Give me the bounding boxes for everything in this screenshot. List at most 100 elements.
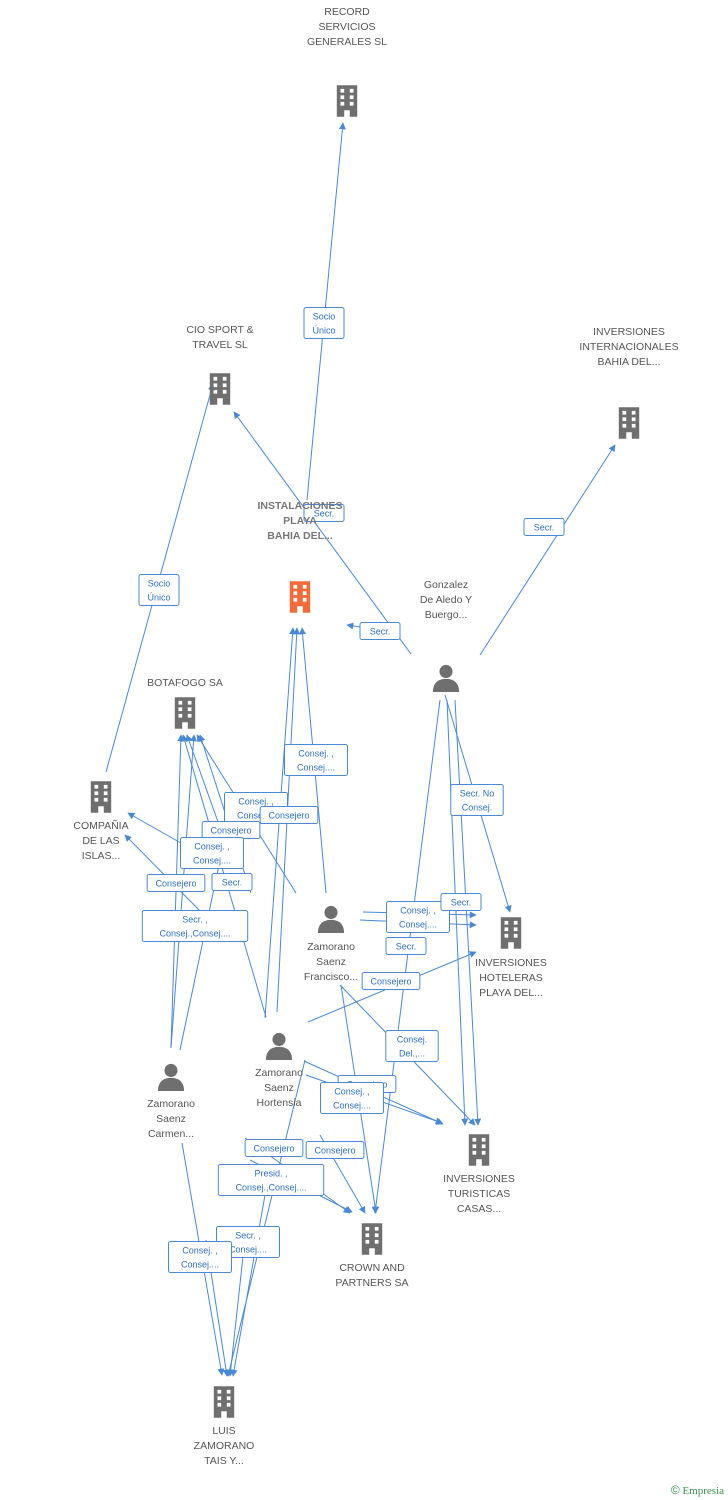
relation-text: Consej. , (238, 797, 274, 807)
relation-label-4[interactable]: Secr. (359, 622, 401, 640)
relation-text: Secr. (396, 942, 417, 952)
relation-box (217, 1164, 325, 1196)
relation-label-25[interactable]: Consej. ,Consej.... (168, 1241, 232, 1273)
relation-label-8[interactable]: Consejero (259, 806, 319, 824)
relation-text: Consej.... (333, 1101, 371, 1111)
relation-edge-19 (446, 699, 469, 1126)
relation-label-11[interactable]: Secr. (211, 873, 253, 891)
node-carmen[interactable]: ZamoranoSaenzCarmen... (147, 1063, 195, 1140)
node-label: Carmen... (148, 1128, 194, 1140)
relation-label-21[interactable]: Consejero (244, 1139, 304, 1157)
relation-label-9[interactable]: Consejero (201, 821, 261, 839)
relation-box (146, 874, 206, 892)
building-icon (361, 1223, 383, 1255)
node-label: ISLAS... (82, 850, 121, 862)
relation-edge-34 (226, 1059, 306, 1377)
person-icon (157, 1063, 185, 1091)
building-icon (213, 1386, 235, 1418)
node-label: Buergo... (425, 609, 468, 621)
relation-box (320, 1082, 384, 1114)
node-luis[interactable]: LUIS ZAMORANO TAIS Y... (194, 1386, 255, 1467)
node-label: INVERSIONES (475, 957, 547, 969)
relation-box (211, 873, 253, 891)
person-icon (317, 905, 345, 933)
relation-label-5[interactable]: Consej. , Consej.... (284, 744, 348, 776)
node-label: TAIS Y... (204, 1455, 244, 1467)
relation-label-20[interactable]: Consej. , Consej.... (320, 1082, 384, 1114)
relation-label-16[interactable]: Secr. (385, 937, 427, 955)
relation-edge-18 (454, 699, 482, 1126)
relation-text: Secr. , (235, 1231, 261, 1241)
relation-text: Consej. , (298, 749, 334, 759)
relation-box (259, 806, 319, 824)
relation-text: Consej. , (400, 906, 436, 916)
brand-watermark[interactable]: © Empresia (671, 1483, 724, 1497)
node-label: Zamorano (255, 1067, 303, 1079)
relation-text: Único (147, 593, 170, 603)
relation-text: Consejero (268, 811, 309, 821)
relation-box (450, 784, 504, 816)
relation-label-3[interactable]: Secr. (523, 518, 565, 536)
node-invtur[interactable]: INVERSIONESTURISTICASCASAS... (443, 1134, 515, 1215)
relation-edge-35 (230, 1194, 266, 1377)
relation-text: Consej.... (297, 763, 335, 773)
relation-text: Consejero (155, 879, 196, 889)
node-label: Francisco... (304, 971, 358, 983)
relation-label-17[interactable]: Consejero (361, 972, 421, 990)
relation-box (305, 1141, 365, 1159)
building-icon (289, 581, 311, 613)
node-label: ZAMORANO (194, 1440, 255, 1452)
relation-text: Secr. , (182, 915, 208, 925)
relation-label-13[interactable]: Secr. ,Consej.,Consej.... (141, 910, 249, 942)
building-icon (468, 1134, 490, 1166)
node-label: LUIS (212, 1425, 235, 1437)
relation-label-12[interactable]: Consejero (146, 874, 206, 892)
relation-box (386, 901, 450, 933)
node-cio[interactable]: CIO SPORT &TRAVEL SL (186, 324, 254, 405)
relation-edge-3 (479, 444, 616, 656)
relation-text: Consej. , (334, 1087, 370, 1097)
relation-box (385, 937, 427, 955)
node-label: CASAS... (457, 1203, 501, 1215)
node-label: TRAVEL SL (192, 339, 248, 351)
relation-text: Consej. (462, 803, 493, 813)
relation-label-14[interactable]: Consej. ,Consej.... (386, 901, 450, 933)
relation-label-10[interactable]: Consej. ,Consej.... (180, 837, 244, 869)
relation-label-23[interactable]: Presid. , Consej.,Consej.... (217, 1164, 325, 1196)
node-label: PLAYA (283, 515, 317, 527)
relation-label-22[interactable]: Consejero (305, 1141, 365, 1159)
relation-edge-20 (372, 699, 441, 1214)
node-label: Zamorano (307, 941, 355, 953)
relation-text: Consejero (314, 1146, 355, 1156)
relation-label-15[interactable]: Secr. (440, 893, 482, 911)
node-label: COMPAÑIA (73, 819, 128, 832)
node-label: PARTNERS SA (335, 1277, 408, 1289)
node-botafogo[interactable]: BOTAFOGO SA (147, 677, 223, 729)
copyright-icon: © (670, 1483, 680, 1497)
relation-text: Consej.,Consej.... (235, 1183, 306, 1193)
node-label: Saenz (316, 956, 346, 968)
node-francisco[interactable]: ZamoranoSaenzFrancisco... (304, 905, 358, 983)
relation-box (141, 910, 249, 942)
relation-text: Consejero (210, 826, 251, 836)
relation-text: Consej.... (193, 856, 231, 866)
relation-text: Consej.... (181, 1260, 219, 1270)
relation-label-18[interactable]: Consej.Del.,... (385, 1030, 439, 1062)
node-label: RECORD (324, 6, 370, 18)
node-label: INVERSIONES (593, 326, 665, 338)
relation-box (523, 518, 565, 536)
relation-text: Presid. , (254, 1169, 287, 1179)
relation-label-2[interactable]: Secr. (303, 504, 345, 522)
relation-box (244, 1139, 304, 1157)
